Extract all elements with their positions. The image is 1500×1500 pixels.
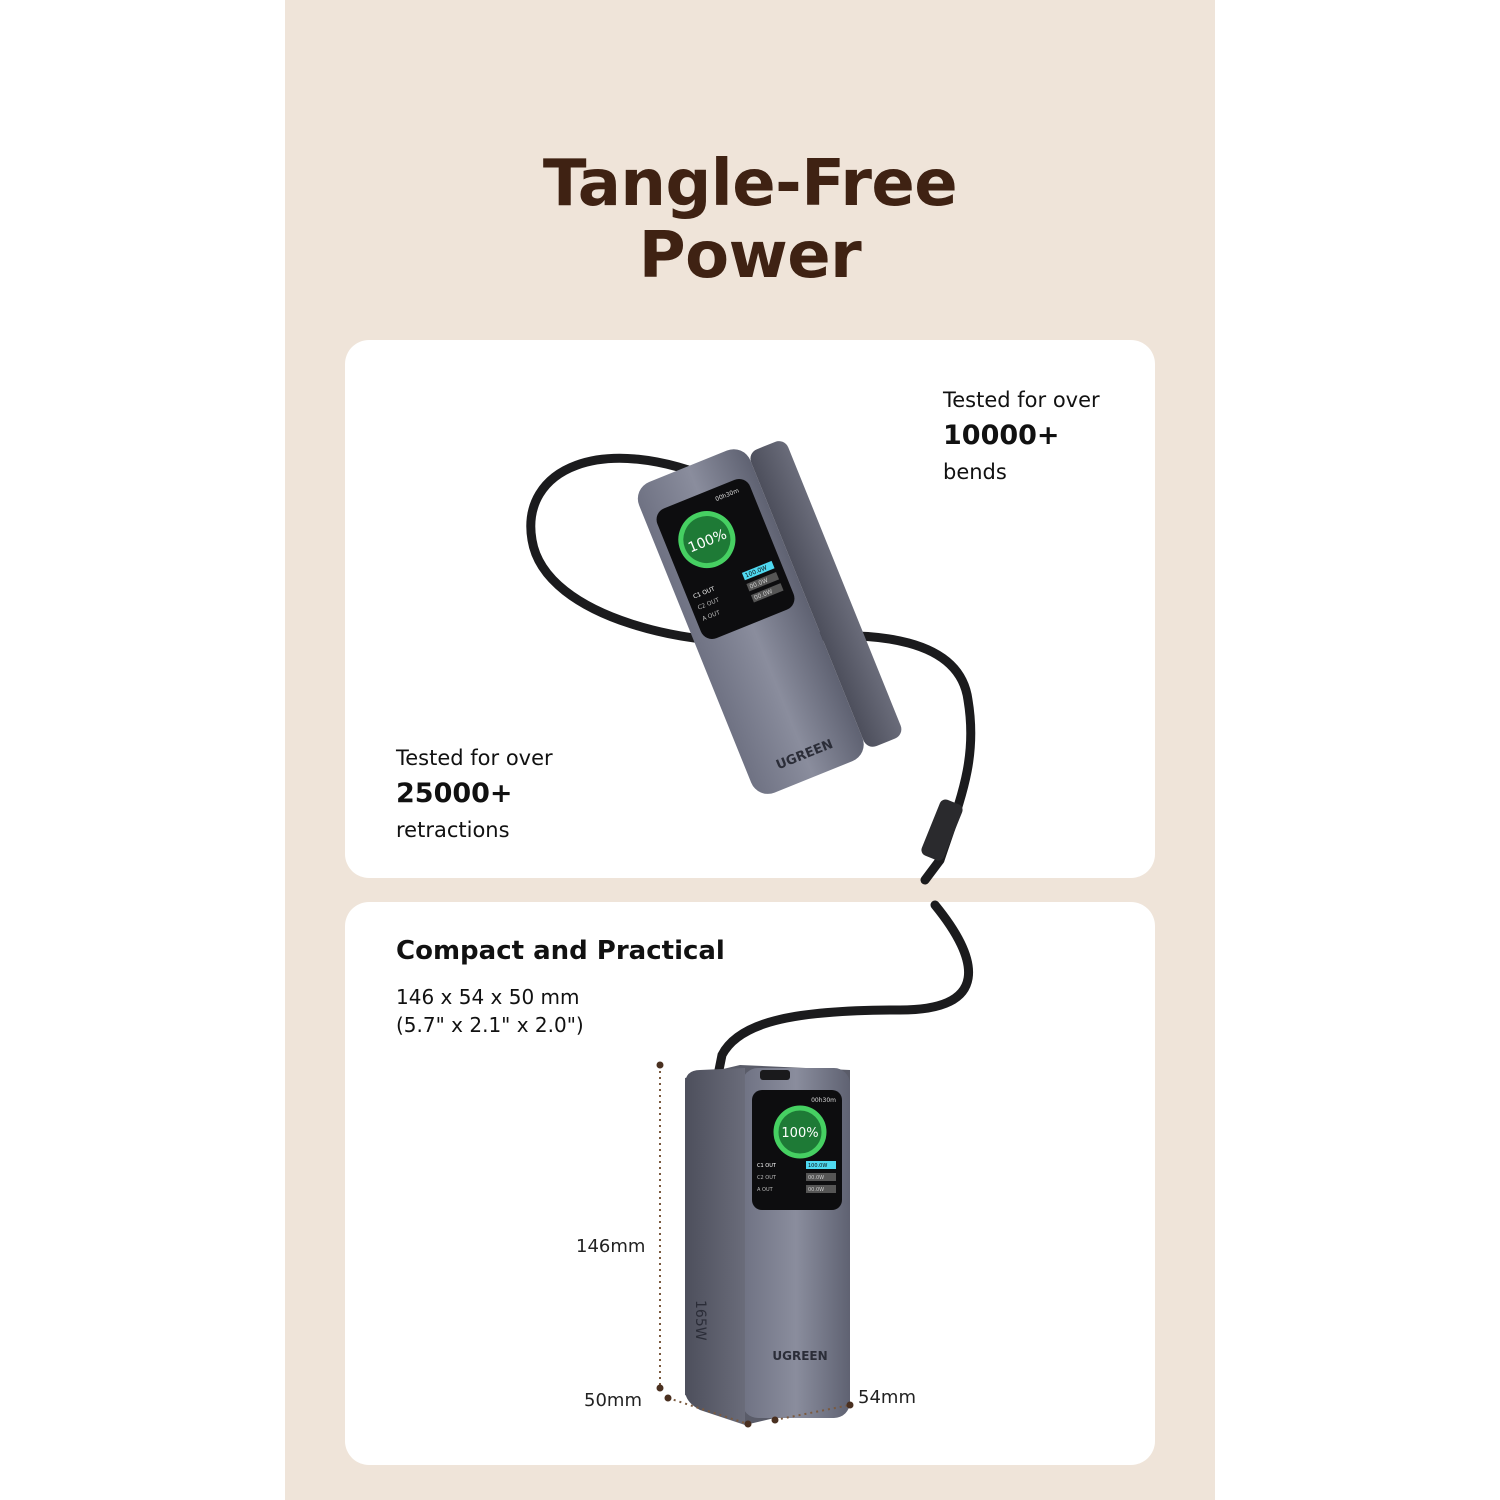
height-dimension-label: 146mm <box>576 1236 646 1257</box>
dimensions-metric: 146 x 54 x 50 mm <box>396 985 580 1009</box>
stat-bends-intro: Tested for over <box>943 388 1100 412</box>
depth-dimension-label: 50mm <box>584 1390 642 1411</box>
headline-line-2: Power <box>638 219 862 293</box>
stat-retractions-value: 25000+ <box>396 778 513 809</box>
compact-title: Compact and Practical <box>396 936 725 966</box>
stat-bends: Tested for over 10000+ bends <box>943 382 1100 490</box>
stat-bends-value: 10000+ <box>943 420 1060 451</box>
dimensions-imperial: (5.7" x 2.1" x 2.0") <box>396 1013 584 1037</box>
stat-bends-unit: bends <box>943 460 1007 484</box>
compact-dimensions: 146 x 54 x 50 mm (5.7" x 2.1" x 2.0") <box>396 983 584 1039</box>
width-dimension-label: 54mm <box>858 1387 916 1408</box>
stat-retractions-intro: Tested for over <box>396 746 553 770</box>
stat-retractions-unit: retractions <box>396 818 510 842</box>
stat-retractions: Tested for over 25000+ retractions <box>396 740 553 848</box>
headline-line-1: Tangle-Free <box>542 147 958 221</box>
headline: Tangle-Free Power <box>285 148 1215 292</box>
